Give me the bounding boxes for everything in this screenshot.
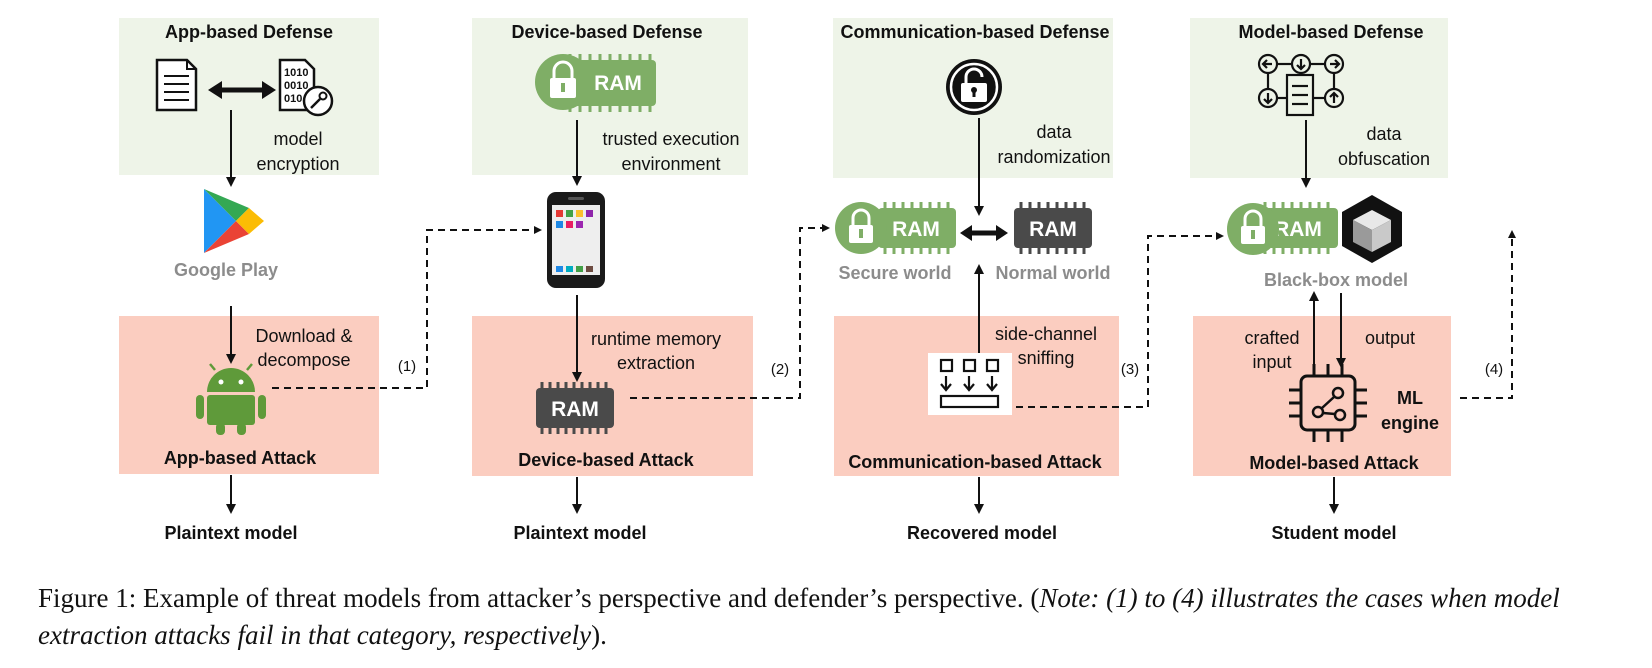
defense-title-device: Device-based Defense <box>511 22 702 42</box>
ram-label-model: RAM <box>1274 218 1322 241</box>
normal-world-label: Normal world <box>995 263 1110 283</box>
defense-title-app: App-based Defense <box>165 22 333 42</box>
obfuscation-icon <box>1257 53 1345 117</box>
black-box-label: Black-box model <box>1264 270 1408 290</box>
app-attack-note-1: Download & <box>255 326 352 346</box>
model-defense-note-2: obfuscation <box>1338 149 1430 169</box>
ram-label-dark: RAM <box>551 398 599 421</box>
bidirectional-arrow-icon <box>960 225 1008 241</box>
app-defense-note-1: model <box>273 129 322 149</box>
normal-world-ram-icon: RAM <box>1014 202 1092 254</box>
binary-line-2: 0010 <box>284 80 308 92</box>
outcome-model: Student model <box>1272 523 1397 543</box>
ml-engine-label-2: engine <box>1381 413 1439 433</box>
caption-note: Note: (1) to (4) illustrates the cases w… <box>38 583 1560 650</box>
failure-marker-4: (4) <box>1485 361 1503 378</box>
device-attack-note-1: runtime memory <box>591 329 721 349</box>
secure-world-ram-icon: RAM <box>835 202 956 254</box>
device-defense-note-2: environment <box>621 154 720 174</box>
model-attack-output: output <box>1365 328 1415 348</box>
ram-label-normal: RAM <box>1029 218 1077 241</box>
app-defense-note-2: encryption <box>256 154 339 174</box>
ram-label: RAM <box>594 72 642 95</box>
ram-label-secure: RAM <box>892 218 940 241</box>
model-attack-input: input <box>1252 352 1291 372</box>
attack-box-model <box>1193 316 1451 476</box>
attack-title-device: Device-based Attack <box>518 450 694 470</box>
caption-suffix: ). <box>591 620 607 650</box>
defense-title-communication: Communication-based Defense <box>840 22 1109 42</box>
outcome-app: Plaintext model <box>164 523 297 543</box>
android-icon <box>196 363 266 435</box>
binary-line-1: 1010 <box>284 67 308 79</box>
ml-engine-icon <box>1289 364 1367 442</box>
failure-path-4 <box>1460 230 1516 399</box>
model-attack-crafted: crafted <box>1244 328 1299 348</box>
attack-title-communication: Communication-based Attack <box>848 452 1102 472</box>
failure-marker-1: (1) <box>398 358 416 375</box>
binary-key-icon: 1010 0010 010 <box>278 58 334 117</box>
device-attack-note-2: extraction <box>617 353 695 373</box>
attack-title-model: Model-based Attack <box>1249 453 1419 473</box>
binary-line-3: 010 <box>284 93 302 105</box>
figure-caption: Figure 1: Example of threat models from … <box>38 580 1638 654</box>
google-play-label: Google Play <box>174 260 278 280</box>
device-defense-note-1: trusted execution <box>602 129 739 149</box>
failure-path-2 <box>630 224 830 399</box>
sniffing-icon <box>928 353 1012 415</box>
black-box-ram-icon: RAM <box>1227 202 1338 255</box>
padlock-icon <box>946 59 1002 115</box>
ml-engine-label-1: ML <box>1397 388 1423 408</box>
double-arrow-icon <box>208 81 276 99</box>
comm-defense-note-1: data <box>1036 122 1072 142</box>
failure-path-1 <box>272 226 542 389</box>
cube-icon <box>1342 195 1402 263</box>
comm-defense-note-2: randomization <box>997 147 1110 167</box>
ram-chip-dark-icon: RAM <box>536 382 614 434</box>
failure-marker-3: (3) <box>1121 361 1139 378</box>
failure-path-3 <box>1016 232 1224 408</box>
google-play-icon <box>204 189 264 253</box>
lock-icon <box>535 54 591 110</box>
comm-attack-note-1: side-channel <box>995 324 1097 344</box>
document-icon <box>155 58 198 112</box>
app-attack-note-2: decompose <box>257 350 350 370</box>
defense-title-model: Model-based Defense <box>1238 22 1423 42</box>
model-defense-note-1: data <box>1366 124 1402 144</box>
outcome-device: Plaintext model <box>513 523 646 543</box>
comm-attack-note-2: sniffing <box>1018 348 1075 368</box>
failure-marker-2: (2) <box>771 361 789 378</box>
caption-prefix: Figure 1: Example of threat models from … <box>38 583 1040 613</box>
threat-model-diagram: App-based Defense Device-based Defense C… <box>119 18 1516 543</box>
outcome-communication: Recovered model <box>907 523 1057 543</box>
smartphone-icon <box>547 192 605 288</box>
secure-world-label: Secure world <box>838 263 951 283</box>
attack-title-app: App-based Attack <box>164 448 317 468</box>
